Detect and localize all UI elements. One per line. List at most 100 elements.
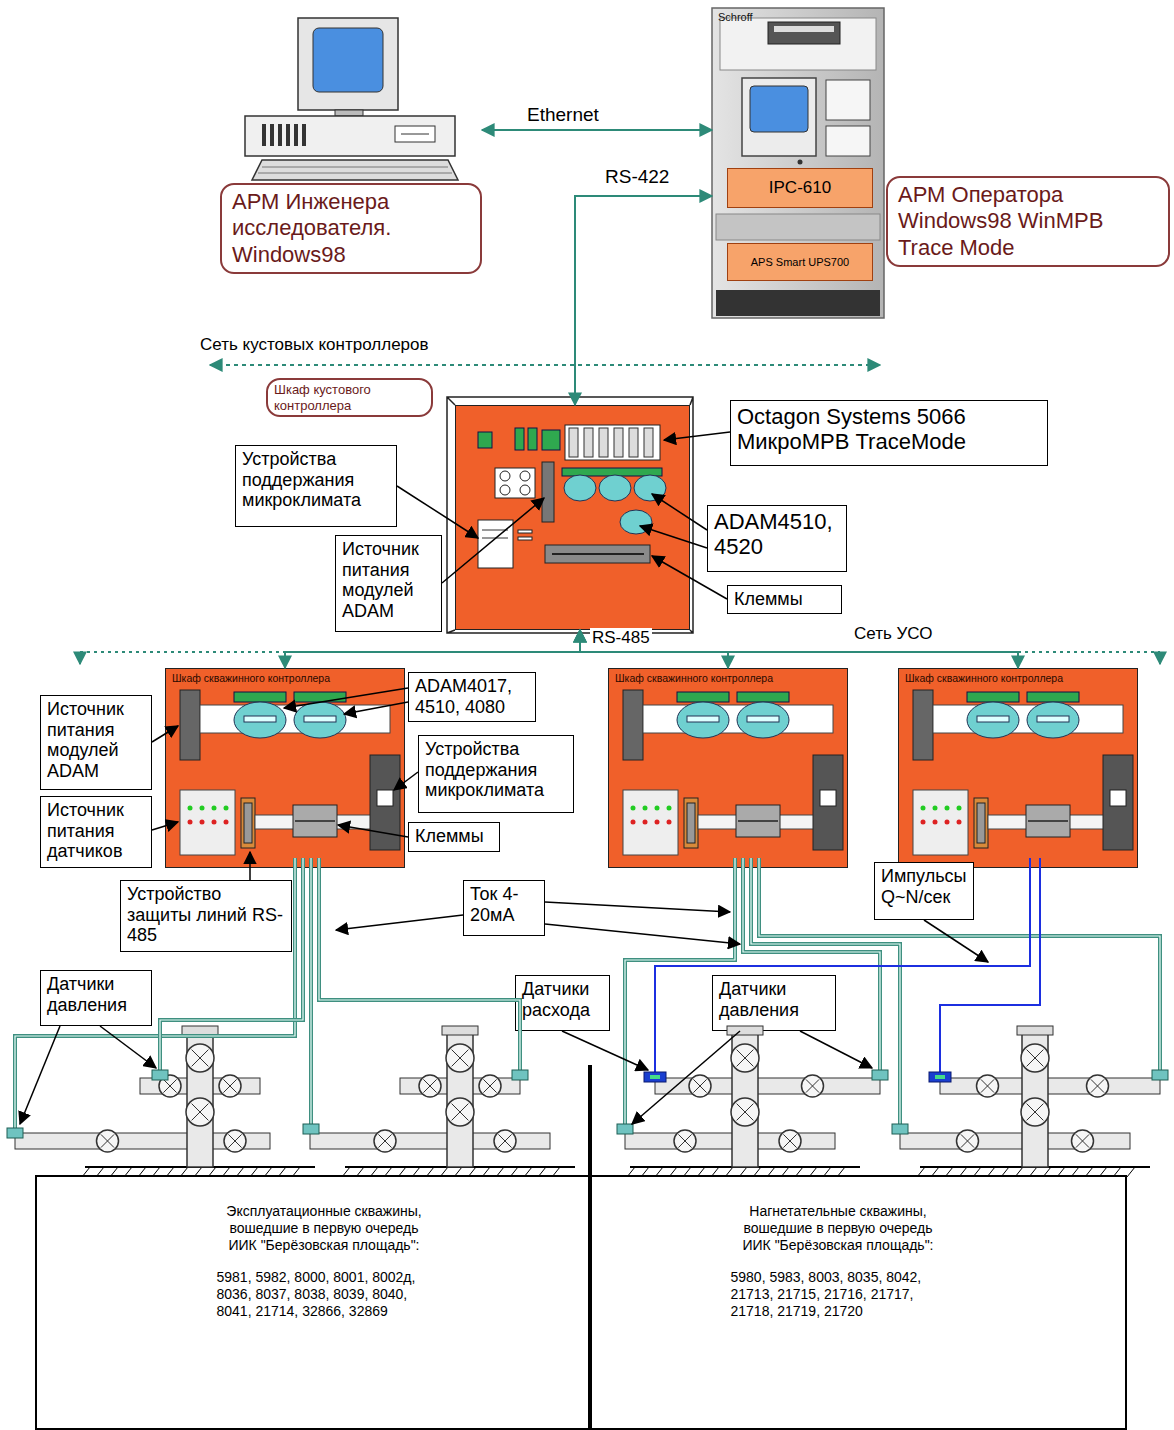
sensor-wire: [759, 858, 1160, 1070]
rack-panel: [716, 214, 880, 240]
sensor-wire: [751, 858, 900, 1124]
wellhead: [223, 1079, 236, 1092]
wellhead: [278, 1167, 286, 1177]
callout-box: Ток 4-20мА: [463, 880, 545, 936]
well-cabinet-equipment: [737, 692, 789, 702]
well-cabinet-equipment: [698, 815, 833, 829]
well-cabinet-equipment: [687, 803, 695, 843]
cabinet-title: Шкаф скважинного контроллера: [609, 669, 847, 687]
wellhead: [192, 1104, 209, 1121]
well-cabinet-equipment: [687, 716, 719, 722]
wellhead: [1043, 1167, 1051, 1177]
well-cabinet-equipment: [631, 806, 636, 811]
callout-text: Источник питания модулей ADAM: [47, 699, 145, 782]
wellhead: [140, 1078, 260, 1094]
wellhead: [228, 1134, 241, 1147]
wellhead: [725, 1167, 733, 1177]
wellhead: [767, 1167, 775, 1177]
rack-panel: [720, 18, 876, 70]
sensor-wire: [625, 858, 735, 1124]
wellhead: [166, 1167, 174, 1177]
callout-text: Датчики давления: [47, 974, 145, 1015]
sensor-wire: [892, 1124, 908, 1134]
well-cabinet-equipment: [188, 820, 193, 825]
well-cabinet-equipment: [200, 705, 390, 733]
wellhead: [641, 1167, 649, 1177]
wellhead: [823, 1167, 831, 1177]
cabinet-equipment: [495, 468, 535, 498]
wellhead: [781, 1167, 789, 1177]
wellhead: [482, 1167, 490, 1177]
cabinet-equipment: [542, 462, 554, 522]
engineer-pc: [401, 134, 429, 135]
sensor-wire: [7, 1128, 23, 1138]
wellhead: [498, 1134, 511, 1147]
engineer-pc: [298, 18, 398, 110]
sensor-wire: [15, 858, 295, 1128]
workstation-label: АРМ Инженера исследователя. Windows98: [220, 183, 482, 274]
wellhead: [264, 1167, 272, 1177]
leader-line: [664, 432, 730, 440]
well-cabinet-equipment: [234, 702, 286, 738]
cabinet-equipment: [542, 430, 560, 450]
well-cabinet: Шкаф скважинного контроллера: [608, 668, 848, 868]
callout-text: Клеммы: [734, 589, 835, 610]
wellhead: [1027, 1050, 1044, 1067]
sensor-wire: [743, 858, 880, 1070]
leader-line: [545, 924, 740, 944]
leader-line: [632, 1031, 740, 1124]
sensor-wire: [872, 1070, 888, 1080]
leader-line: [152, 822, 178, 830]
well-list-table: Эксплуатационные скважины, вошедшие в пе…: [35, 1175, 1127, 1430]
wellhead: [223, 1079, 236, 1092]
wellhead: [783, 1134, 796, 1147]
wellhead: [674, 1130, 696, 1152]
well-cabinet-equipment: [921, 820, 926, 825]
wellhead: [689, 1075, 711, 1097]
well-cabinet-equipment: [967, 692, 1019, 702]
callout-text: Датчики расхода: [522, 979, 603, 1020]
wellhead: [496, 1167, 504, 1177]
sensor-wire: [160, 858, 303, 1070]
wellhead: [378, 1134, 391, 1147]
wellhead: [400, 1078, 520, 1094]
cabinet-equipment: [500, 485, 510, 495]
callout-box: Устройства поддержания микроклимата: [418, 735, 574, 813]
wellhead: [977, 1075, 999, 1097]
sensor-wire: [310, 858, 311, 1124]
well-cabinet-equipment: [913, 690, 933, 760]
wellhead: [806, 1079, 819, 1092]
wellhead: [412, 1167, 420, 1177]
cabinet-equipment: [515, 428, 524, 450]
leader-line: [152, 726, 178, 742]
well-cabinet-equipment: [933, 806, 938, 811]
well-cabinet-equipment: [977, 803, 985, 843]
pulse-wire: [935, 1075, 945, 1079]
engineer-pc: [278, 124, 282, 146]
wellhead: [1071, 1167, 1079, 1177]
wellhead: [208, 1167, 216, 1177]
wellhead: [454, 1167, 462, 1177]
wellhead: [538, 1167, 546, 1177]
callout-text: Устройства поддержания микроклимата: [242, 449, 390, 511]
well-cabinet-equipment: [1037, 716, 1069, 722]
wellhead: [678, 1134, 691, 1147]
operator-rack-details: [798, 160, 803, 165]
wellhead: [452, 1104, 469, 1121]
well-cabinet-equipment: [1027, 692, 1079, 702]
divider-line: [590, 1065, 591, 1430]
well-cabinet-equipment: [255, 815, 390, 829]
wellhead: [97, 1130, 119, 1152]
wellhead: [917, 1167, 925, 1177]
cabinet-equipment: [644, 428, 653, 457]
cabinet-equipment: [500, 471, 510, 481]
wellhead: [494, 1130, 516, 1152]
sensor-wire: [751, 858, 900, 1124]
wellhead: [940, 1078, 1160, 1094]
wellhead: [398, 1167, 406, 1177]
callout-box: ADAM4017, 4510, 4080: [408, 672, 536, 722]
well-cabinet-equipment: [370, 755, 400, 850]
wellhead: [931, 1167, 939, 1177]
operator-rack-details: [742, 78, 816, 156]
